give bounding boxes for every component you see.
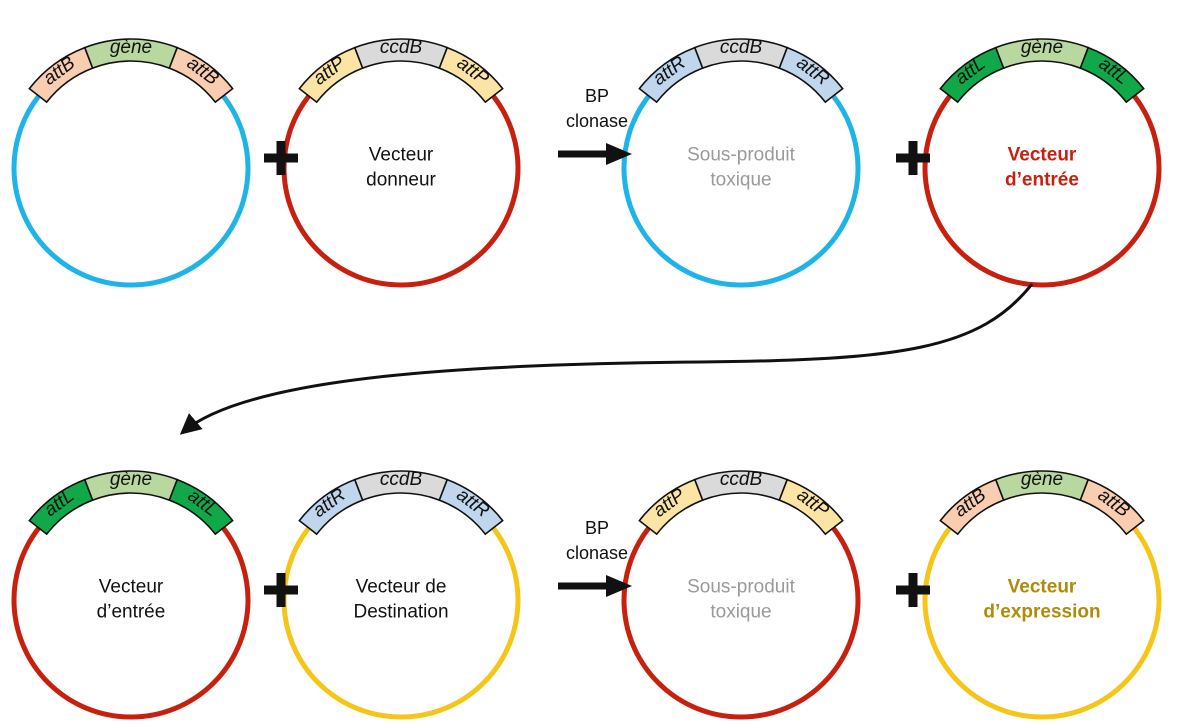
plasmid-center-label: Vecteur <box>1008 145 1077 166</box>
plasmid-center-label: d’entrée <box>97 602 166 623</box>
segment-attb-block <box>1079 478 1145 536</box>
arrow-head-icon <box>606 575 632 597</box>
plasmid-center-label: d’expression <box>983 602 1100 623</box>
reaction-enzyme-label: clonase <box>566 111 628 131</box>
reaction-enzyme-label: clonase <box>566 543 628 563</box>
plasmid-backbone-ring <box>621 526 861 720</box>
segment-attp-block <box>778 478 844 536</box>
plasmid-center-label: Sous-produit <box>687 577 795 598</box>
transition-curved-arrow <box>179 283 1034 435</box>
reaction-enzyme-label: BP <box>585 518 609 538</box>
plasmid-backbone-ring <box>621 94 861 288</box>
plasmid-center-label: toxique <box>710 602 771 623</box>
segment-label: gène <box>1021 37 1063 58</box>
segment-attl-block <box>1079 46 1145 104</box>
plasmid-center-label: toxique <box>710 170 771 191</box>
plus-sign-icon <box>264 141 298 175</box>
plasmid-backbone-ring <box>922 94 1162 288</box>
plus-sign-icon <box>896 141 930 175</box>
segment-attb-block <box>168 46 234 104</box>
plasmid-backbone-ring <box>11 526 251 720</box>
segment-label: ccdB <box>380 469 423 490</box>
segment-label: gène <box>110 37 152 58</box>
plasmid-center-label: Vecteur <box>1008 577 1077 598</box>
plasmid-center-label: Vecteur de <box>356 577 447 598</box>
arrow-shaft <box>558 582 610 590</box>
plasmid-backbone-ring <box>922 526 1162 720</box>
plasmid-center-label: d’entrée <box>1005 170 1079 191</box>
segment-label: ccdB <box>380 37 423 58</box>
plasmid-center-label: Vecteur <box>369 145 434 166</box>
arrow-head-icon <box>606 143 632 165</box>
arrow-shaft <box>558 150 610 158</box>
segment-attr-block <box>438 478 504 536</box>
segment-label: ccdB <box>720 469 763 490</box>
plus-sign-icon <box>896 573 930 607</box>
plasmid-backbone-ring <box>11 94 251 288</box>
reaction-arrow: BP clonase <box>558 86 632 165</box>
plus-sign-icon <box>264 573 298 607</box>
segment-label: gène <box>110 469 152 490</box>
segment-label: ccdB <box>720 37 763 58</box>
plasmid-center-label: Sous-produit <box>687 145 795 166</box>
segment-attl-block <box>168 478 234 536</box>
segment-attr-block <box>778 46 844 104</box>
segment-attp-block <box>438 46 504 104</box>
segment-label: gène <box>1021 469 1063 490</box>
reaction-arrow: BP clonase <box>558 518 632 597</box>
plasmid-center-label: Vecteur <box>99 577 164 598</box>
plasmid-center-label: donneur <box>366 170 436 191</box>
plasmid-center-label: Destination <box>353 602 448 623</box>
reaction-enzyme-label: BP <box>585 86 609 106</box>
